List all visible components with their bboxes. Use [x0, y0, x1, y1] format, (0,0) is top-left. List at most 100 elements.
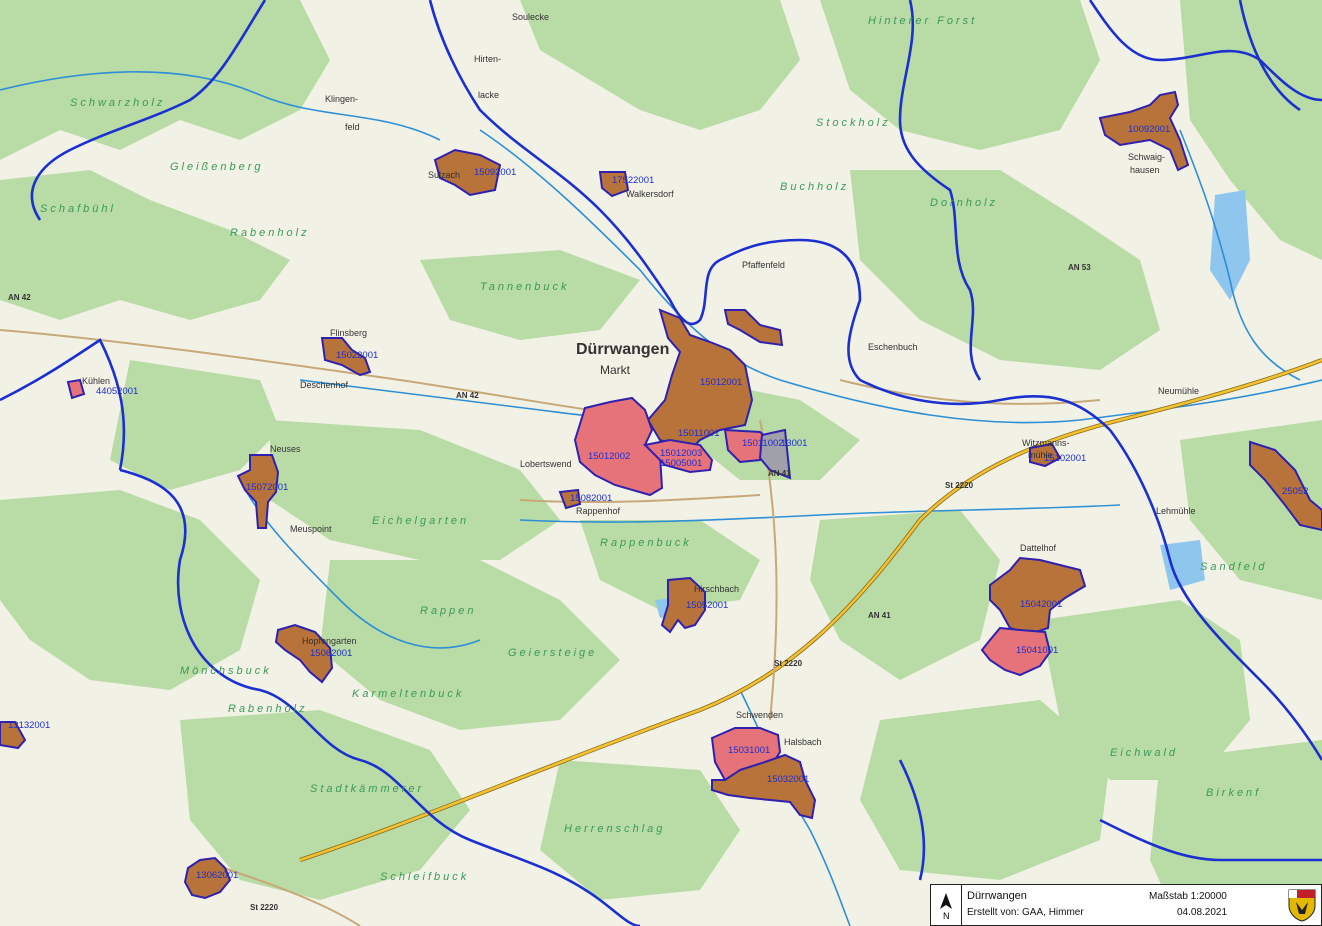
road-labels: AN 42 AN 42 AN 41 AN 41 St 2220 St 2220 …: [8, 263, 1091, 912]
parcel-13132001-shape[interactable]: [0, 721, 27, 750]
parcel-15082001-shape[interactable]: [558, 488, 582, 510]
road-label: AN 53: [1068, 263, 1091, 272]
road-label: St 2220: [250, 903, 279, 912]
forest-name: Tannenbuck: [480, 281, 570, 293]
parcel-label: 15011001: [678, 428, 720, 439]
place-names: Sulzach Klingen- feld Hirten- lacke Soul…: [82, 12, 1199, 747]
parcels: [0, 90, 1322, 900]
forest-name: Gleißenberg: [170, 161, 264, 173]
coat-of-arms-icon: [1288, 889, 1316, 922]
parcel-15012003-shape[interactable]: [642, 438, 714, 474]
forest-name: Hinterer Forst: [868, 15, 977, 27]
town-title: Dürrwangen: [576, 341, 669, 358]
north-arrow: N: [931, 885, 962, 925]
parcel-15012002-shape[interactable]: [573, 396, 664, 497]
parcel-label: 17522001: [612, 175, 654, 186]
forest-name: Sandfeld: [1200, 561, 1267, 573]
legend-title: Dürrwangen: [967, 890, 1027, 902]
forest-name: Rabenholz: [230, 227, 310, 239]
parcel-15042001-shape[interactable]: [989, 556, 1087, 636]
parcel-label: 15032001: [767, 774, 809, 785]
place-name: feld: [345, 122, 360, 132]
parcel-13001-shape[interactable]: [758, 428, 792, 480]
parcel-label: 13001: [781, 438, 807, 449]
parcel-15092001-shape[interactable]: [433, 148, 502, 197]
parcel-15052001-shape[interactable]: [660, 576, 706, 634]
parcel-label: 25052: [1282, 486, 1308, 497]
place-name: Meuspoint: [290, 524, 332, 534]
parcel-small-north-shape[interactable]: [723, 309, 784, 347]
forest-name: Stadtkämmerer: [310, 783, 424, 795]
place-name: Neumühle: [1158, 386, 1199, 396]
place-name: lacke: [478, 90, 499, 100]
map-legend: N Dürrwangen Erstellt von: GAA, Himmer M…: [930, 884, 1322, 926]
parcel-label: 13132001: [8, 720, 50, 731]
place-name: hausen: [1130, 165, 1160, 175]
place-name: Hopfengarten: [302, 636, 357, 646]
place-name: Halsbach: [784, 737, 822, 747]
parcel-10092001-shape[interactable]: [1098, 90, 1190, 172]
parcel-label: 15062001: [310, 648, 352, 659]
parcel-label: 44052001: [96, 386, 138, 397]
parcel-15011002-shape[interactable]: [723, 428, 772, 464]
road-label: AN 42: [456, 391, 479, 400]
forest-name: Eichwald: [1110, 747, 1178, 759]
parcel-15012001-shape[interactable]: [646, 308, 754, 452]
parcel-15022001-shape[interactable]: [320, 337, 372, 377]
forest-name: Karmeltenbuck: [352, 688, 464, 700]
parcel-label: 15052001: [686, 600, 728, 611]
parcel-label: 15012001: [700, 377, 742, 388]
parcel-17522001-shape[interactable]: [598, 171, 630, 198]
road-label: AN 42: [8, 293, 31, 302]
parcel-15102001-shape[interactable]: [1029, 442, 1062, 468]
forest-name: Dornholz: [930, 197, 998, 209]
legend-date: 04.08.2021: [1177, 907, 1228, 918]
parcel-label: 10092001: [1128, 124, 1170, 135]
place-name: Witzmanns-: [1022, 438, 1070, 448]
forest-name: Birkenf: [1206, 787, 1261, 799]
parcel-label: 13062001: [196, 870, 238, 881]
legend-scale: Maßstab 1:20000: [1149, 891, 1227, 902]
place-name: Lehmühle: [1156, 506, 1196, 516]
forest-name: Eichelgarten: [372, 515, 469, 527]
place-name: mühle: [1028, 450, 1053, 460]
parcel-label: 15042001: [1020, 599, 1062, 610]
forest-name: Schleifbuck: [380, 871, 469, 883]
place-name: Hirten-: [474, 54, 501, 64]
forest-name: Mönchsbuck: [180, 665, 272, 677]
parcel-label: 15102001: [1044, 453, 1086, 464]
parcel-15041001-shape[interactable]: [980, 626, 1052, 677]
place-name: Neuses: [270, 444, 301, 454]
place-name: Deschenhof: [300, 380, 349, 390]
parcel-13062001-shape[interactable]: [183, 856, 232, 900]
parcel-15072001-shape[interactable]: [236, 454, 280, 529]
parcel-label: 15031001: [728, 745, 770, 756]
parcel-label: 15012002: [588, 451, 630, 462]
parcel-15032001-shape[interactable]: [711, 753, 817, 820]
legend-author: Erstellt von: GAA, Himmer: [967, 907, 1084, 918]
roads: [0, 329, 1322, 926]
parcel-15062001-shape[interactable]: [274, 623, 334, 684]
place-name: Klingen-: [325, 94, 358, 104]
forest-name: Rappen: [420, 605, 477, 617]
north-arrow-icon: N: [940, 893, 952, 921]
place-name: Soulecke: [512, 12, 549, 22]
parcel-labels: 15092001 17522001 10092001 15022001 4405…: [8, 124, 1308, 881]
parcel-label: 15012003: [660, 448, 702, 459]
north-label: N: [943, 911, 950, 921]
place-name: Eschenbuch: [868, 342, 918, 352]
forest-name: Schafbühl: [40, 203, 116, 215]
road-label: AN 41: [768, 469, 791, 478]
road-label: St 2220: [945, 481, 974, 490]
forest-name: Geiersteige: [508, 647, 597, 659]
parcel-label: 15011002: [742, 438, 784, 449]
place-name: Pfaffenfeld: [742, 260, 785, 270]
road-label: AN 41: [868, 611, 891, 620]
parcel-label: 15041001: [1016, 645, 1058, 656]
parcel-44052001-shape[interactable]: [66, 378, 86, 400]
parcel-label: 15022001: [336, 350, 378, 361]
parcel-25052-shape[interactable]: [1249, 440, 1322, 532]
